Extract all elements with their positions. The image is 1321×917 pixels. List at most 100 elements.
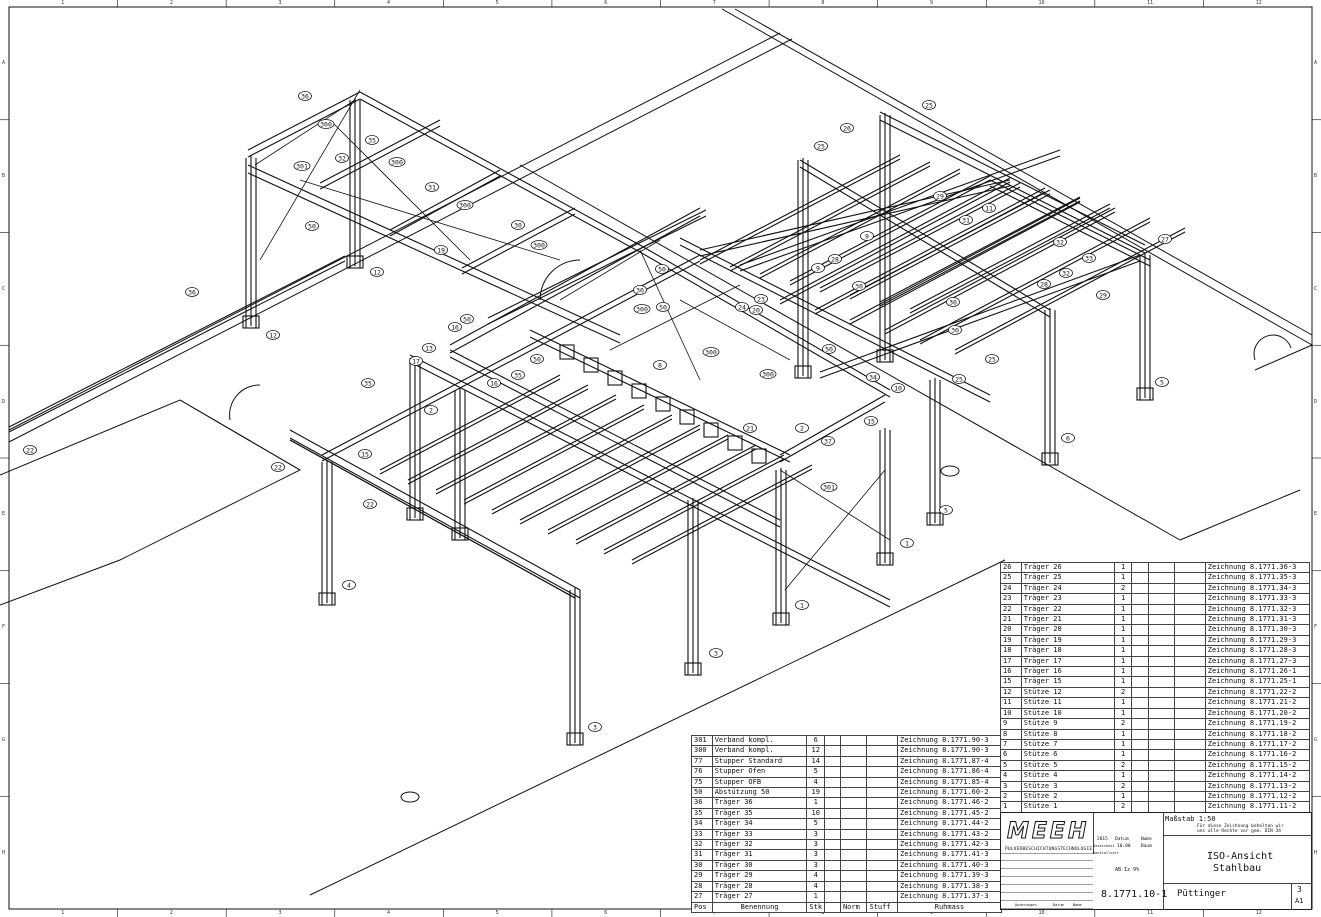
part-label-bubble xyxy=(23,445,37,455)
part-label: 5 xyxy=(1155,377,1169,387)
part-label-bubble xyxy=(487,378,501,388)
part-label-bubble xyxy=(1061,433,1075,443)
part-label-text: 35 xyxy=(364,379,372,387)
bom-remark: Zeichnung 8.1771.38-3 xyxy=(897,880,1002,893)
bom-pos: 9 xyxy=(1000,718,1022,730)
sheet-number: 3 xyxy=(1297,885,1302,894)
part-label-text: 29 xyxy=(936,192,944,200)
part-label-bubble xyxy=(317,119,335,129)
part-label-bubble xyxy=(939,505,953,515)
frame-row-label: E xyxy=(1314,511,1318,518)
part-label-bubble xyxy=(305,221,319,231)
part-label-text: 301 xyxy=(823,483,835,491)
legal-note-2: uns alle Rechte vor gem. DIN 34 xyxy=(1197,829,1281,834)
part-label-text: 300 xyxy=(459,201,471,209)
part-label-bubble xyxy=(425,182,439,192)
bom-pos: 16 xyxy=(1000,666,1022,678)
bom-pos: 15 xyxy=(1000,676,1022,688)
part-label: 23 xyxy=(754,294,768,304)
part-label-bubble xyxy=(358,449,372,459)
part-label-text: 11 xyxy=(985,204,993,212)
frame-col-label: 9 xyxy=(929,910,933,916)
part-label-bubble xyxy=(959,215,973,225)
part-label-text: 30 xyxy=(949,298,957,306)
part-label-bubble xyxy=(656,302,670,312)
part-label-text: 12 xyxy=(269,331,277,339)
part-label-bubble xyxy=(185,287,199,297)
rev-label-name: Name xyxy=(1073,903,1082,907)
frame-row-label: D xyxy=(1314,398,1318,405)
part-label-bubble xyxy=(424,405,438,415)
bom-pos: 3 xyxy=(1000,780,1022,792)
part-label-bubble xyxy=(530,354,544,364)
bom-pos: 6 xyxy=(1000,749,1022,761)
ab-value: AB Iz 9% xyxy=(1115,867,1140,873)
bom-name: Träger 25 xyxy=(1020,572,1115,584)
part-label-bubble xyxy=(388,157,406,167)
bom-name: Träger 35 xyxy=(711,807,808,820)
part-label-bubble xyxy=(814,141,828,151)
frame-row-label: F xyxy=(2,624,6,631)
bom-qty: 1 xyxy=(1113,770,1133,782)
part-label-text: 27 xyxy=(1161,235,1169,243)
part-label: 1 xyxy=(795,600,809,610)
part-label: 3 xyxy=(588,722,602,732)
part-label-bubble xyxy=(946,297,960,307)
part-label-text: 28 xyxy=(831,255,839,263)
part-label-bubble xyxy=(530,240,548,250)
bom-pos: 24 xyxy=(1000,582,1022,595)
part-label-bubble xyxy=(409,356,423,366)
bom-name: Stütze 9 xyxy=(1020,718,1115,730)
part-label-text: 50 xyxy=(533,355,541,363)
bom-remark: Zeichnung 8.1771.34-3 xyxy=(1204,582,1311,595)
bom-qty: 1 xyxy=(1113,676,1133,688)
part-label-text: 301 xyxy=(296,162,308,170)
bom-name: Stütze 8 xyxy=(1020,728,1115,740)
part-label-text: 1 xyxy=(800,601,804,609)
part-label-text: 32 xyxy=(338,154,346,162)
part-label-text: 15 xyxy=(361,450,369,458)
part-label-bubble xyxy=(852,281,866,291)
part-label-bubble xyxy=(795,423,809,433)
part-label-text: 37 xyxy=(824,437,832,445)
bom-name: Stütze 7 xyxy=(1020,738,1115,751)
part-label: 300 xyxy=(317,119,335,129)
part-label-text: 29 xyxy=(1099,291,1107,299)
frame-col-label: 6 xyxy=(604,0,608,6)
bom-name: Träger 24 xyxy=(1020,582,1115,595)
part-label: 50 xyxy=(305,221,319,231)
part-label: 32 xyxy=(1059,268,1073,278)
logo-box: MEEH PULVERBESCHICHTUNGSTECHNOLOGIE xyxy=(1001,813,1094,854)
bom-pos: 11 xyxy=(1000,697,1022,709)
part-label-text: 24 xyxy=(738,303,746,311)
bom-remark: Zeichnung 8.1771.42-3 xyxy=(897,839,1002,851)
part-label-bubble xyxy=(985,354,999,364)
part-label: 34 xyxy=(866,372,880,382)
part-label-bubble xyxy=(633,285,647,295)
part-label: 9 xyxy=(811,263,825,273)
part-label-text: 32 xyxy=(1056,238,1064,246)
bom-remark: Zeichnung 8.1771.14-2 xyxy=(1204,770,1311,782)
bom-remark: Zeichnung 8.1771.90-3 xyxy=(897,745,1002,757)
part-label-text: 300 xyxy=(320,120,332,128)
bom-qty: 10 xyxy=(806,807,826,820)
part-label: 300 xyxy=(388,157,406,167)
part-label: 17 xyxy=(409,356,423,366)
part-label-text: 2 xyxy=(800,424,804,432)
bom-name: Stupper Standard xyxy=(711,755,808,768)
bom-pos: 301 xyxy=(691,734,713,747)
frame-row-label: E xyxy=(2,511,6,518)
part-label: 19 xyxy=(434,245,448,255)
part-label-bubble xyxy=(370,267,384,277)
title-block: MEEH PULVERBESCHICHTUNGSTECHNOLOGIE Maßs… xyxy=(1000,812,1312,910)
part-label-bubble xyxy=(266,330,280,340)
part-label-text: 15 xyxy=(867,417,875,425)
